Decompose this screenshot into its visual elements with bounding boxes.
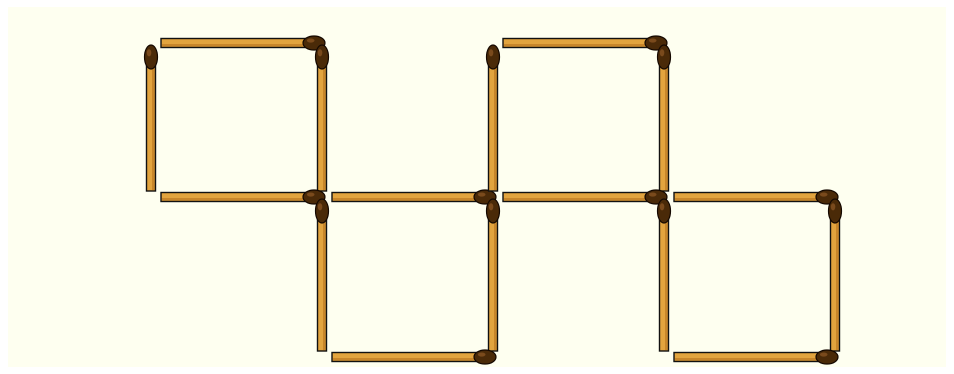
match-head-highlight <box>831 203 836 210</box>
match-head <box>658 45 671 69</box>
match-head <box>829 199 842 223</box>
stick-shade <box>333 198 486 201</box>
match-head-highlight <box>478 352 486 356</box>
stick-shade <box>323 206 326 350</box>
stick-shade <box>494 206 497 350</box>
matchstick[interactable] <box>316 199 329 351</box>
match-head <box>316 45 329 69</box>
stick-shade <box>836 206 839 350</box>
match-head-highlight <box>489 203 494 210</box>
matchstick[interactable] <box>658 45 671 191</box>
stick-shade <box>675 358 828 361</box>
matchstick[interactable] <box>503 190 667 204</box>
match-head-highlight <box>147 49 152 56</box>
matchstick[interactable] <box>487 199 500 351</box>
stick-shade <box>162 198 315 201</box>
match-head-highlight <box>649 192 657 196</box>
match-head-highlight <box>649 38 657 42</box>
match-head-highlight <box>489 49 494 56</box>
matchstick[interactable] <box>161 190 325 204</box>
match-head <box>316 199 329 223</box>
match-head-highlight <box>307 192 315 196</box>
stick-shade <box>162 44 315 47</box>
matchstick[interactable] <box>829 199 842 351</box>
stick-shade <box>504 198 657 201</box>
match-head-highlight <box>820 352 828 356</box>
matchstick[interactable] <box>145 45 158 191</box>
match-head-highlight <box>307 38 315 42</box>
match-head <box>145 45 158 69</box>
matchstick[interactable] <box>316 45 329 191</box>
match-head <box>474 350 496 364</box>
matchstick[interactable] <box>503 36 667 50</box>
match-head <box>487 199 500 223</box>
stick-shade <box>665 206 668 350</box>
stick-shade <box>333 358 486 361</box>
matchstick[interactable] <box>674 190 838 204</box>
matchstick-canvas <box>8 7 946 367</box>
stick-shade <box>504 44 657 47</box>
match-head-highlight <box>660 203 665 210</box>
stick-shade <box>152 52 155 190</box>
match-head-highlight <box>318 49 323 56</box>
match-head <box>658 199 671 223</box>
puzzle-board <box>8 7 946 367</box>
matchstick[interactable] <box>332 350 496 364</box>
match-head <box>816 350 838 364</box>
matchstick[interactable] <box>161 36 325 50</box>
stick-shade <box>494 52 497 190</box>
stick-shade <box>665 52 668 190</box>
match-head <box>487 45 500 69</box>
match-head-highlight <box>318 203 323 210</box>
match-head-highlight <box>660 49 665 56</box>
stick-shade <box>675 198 828 201</box>
match-head-highlight <box>478 192 486 196</box>
matchstick[interactable] <box>658 199 671 351</box>
matchstick[interactable] <box>487 45 500 191</box>
stick-shade <box>323 52 326 190</box>
match-head-highlight <box>820 192 828 196</box>
matchstick[interactable] <box>332 190 496 204</box>
matchstick[interactable] <box>674 350 838 364</box>
